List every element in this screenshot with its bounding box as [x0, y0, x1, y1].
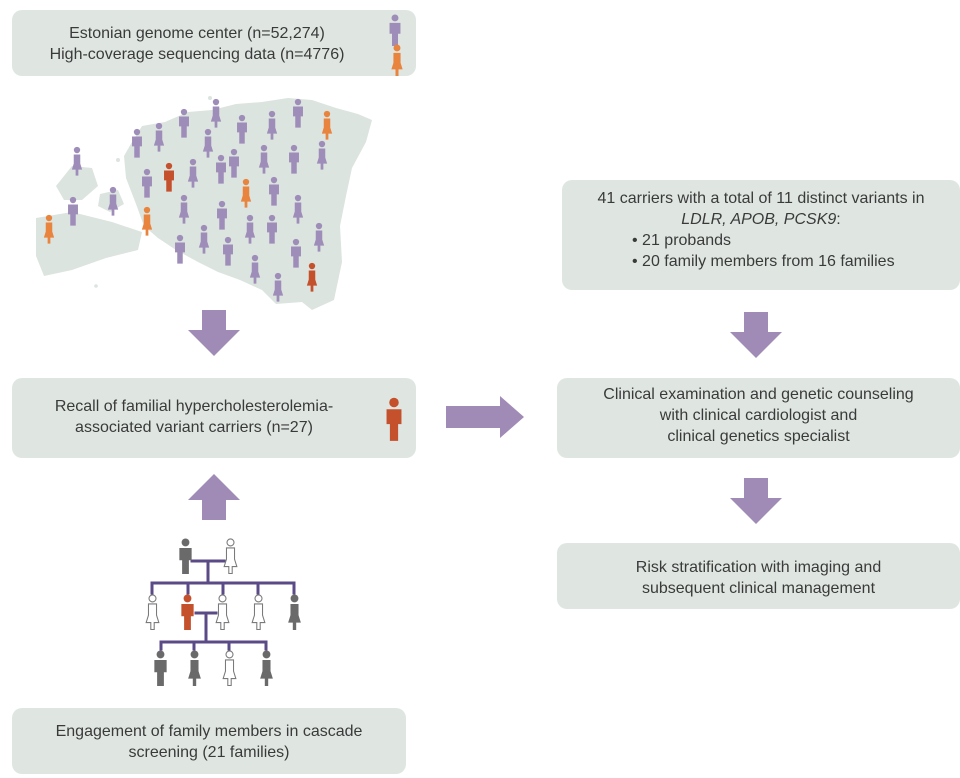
person-icon [389, 14, 401, 46]
map-icon [36, 96, 372, 310]
arrow-right [446, 396, 524, 438]
genome-line-2: High-coverage sequencing data (n=4776) [49, 46, 345, 63]
gene-names: LDLR, APOB, PCSK9 [681, 211, 837, 228]
carriers-bullet-probands: • 21 probands [632, 232, 732, 249]
node-genome-center: Estonian genome center (n=52,274) High-c… [12, 10, 416, 76]
gene-names-suffix: : [836, 211, 841, 228]
node-risk-stratification: Risk stratification with imaging and sub… [557, 543, 960, 609]
genome-line-1: Estonian genome center (n=52,274) [69, 25, 325, 42]
person-icon [391, 44, 403, 76]
node-engagement: Engagement of family members in cascade … [12, 708, 406, 774]
pedigree-icon [145, 538, 301, 686]
clinical-line-2: with clinical cardiologist and [659, 407, 858, 424]
arrow-down-clinical [730, 478, 782, 524]
person-icon [188, 650, 201, 686]
person-icon [386, 397, 402, 441]
clinical-line-3: clinical genetics specialist [667, 428, 850, 445]
person-icon [215, 594, 230, 630]
engagement-line-2: screening (21 families) [128, 744, 290, 761]
person-icon [179, 538, 192, 574]
carriers-line-2: LDLR, APOB, PCSK9: [562, 209, 960, 230]
clinical-line-1: Clinical examination and genetic counsel… [603, 386, 914, 403]
recall-line-1: Recall of familial hypercholesterolemia- [54, 398, 334, 415]
person-icon [260, 650, 273, 686]
carriers-bullet-family: • 20 family members from 16 families [632, 253, 895, 270]
person-icon [222, 650, 237, 686]
arrow-down-map [188, 310, 240, 356]
node-recall-carriers: Recall of familial hypercholesterolemia-… [12, 378, 416, 458]
person-icon [154, 650, 167, 686]
carriers-line-1: 41 carriers with a total of 11 distinct … [597, 190, 925, 207]
person-icon [251, 594, 266, 630]
node-clinical-examination: Clinical examination and genetic counsel… [557, 378, 960, 458]
recall-line-2: associated variant carriers (n=27) [75, 419, 313, 436]
person-icon [223, 538, 238, 574]
person-icon [145, 594, 160, 630]
engagement-line-1: Engagement of family members in cascade [55, 723, 363, 740]
person-icon [288, 594, 301, 630]
node-carriers: 41 carriers with a total of 11 distinct … [562, 180, 960, 290]
arrow-up-pedigree [188, 474, 240, 520]
risk-line-2: subsequent clinical management [641, 580, 876, 597]
arrow-icon [188, 310, 782, 524]
risk-line-1: Risk stratification with imaging and [635, 559, 882, 576]
person-icon [181, 594, 194, 630]
arrow-down-carriers [730, 312, 782, 358]
